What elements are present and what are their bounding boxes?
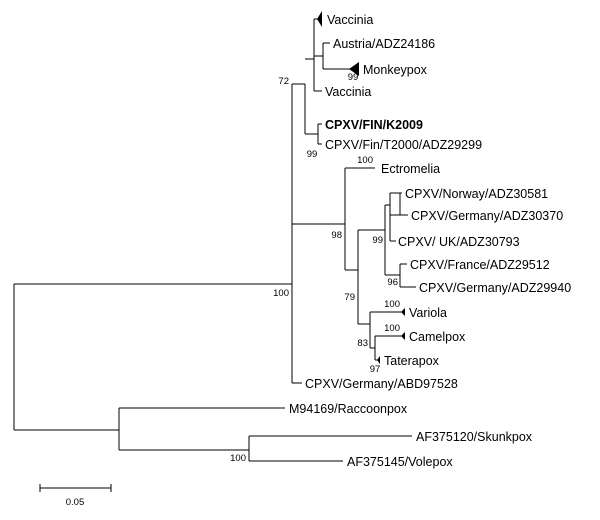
leaf-camelpox: Camelpox: [409, 330, 466, 344]
bootstrap-value: 96: [387, 277, 398, 288]
leaf-vaccinia-1: Vaccinia: [327, 13, 373, 27]
bootstrap-value: 99: [307, 149, 318, 160]
collapsed-vaccinia-triangle: [317, 11, 322, 27]
leaf-cpxv-uk: CPXV/ UK/ADZ30793: [398, 235, 520, 249]
leaf-cpxv-germany-29940: CPXV/Germany/ADZ29940: [419, 281, 571, 295]
bootstrap-value: 99: [372, 235, 383, 246]
collapsed-taterapox-triangle: [377, 356, 380, 364]
leaf-cpxv-germany-97528: CPXV/Germany/ABD97528: [305, 377, 458, 391]
collapsed-camelpox-triangle: [401, 332, 405, 340]
leaf-cpxv-fin-t2000: CPXV/Fin/T2000/ADZ29299: [325, 138, 482, 152]
bootstrap-value: 83: [357, 338, 368, 349]
leaf-cpxv-germany-30370: CPXV/Germany/ADZ30370: [411, 209, 563, 223]
scale-bar: 0.05: [39, 484, 112, 508]
leaf-cpxv-fin-k2009: CPXV/FIN/K2009: [325, 118, 423, 132]
scale-bar-label: 0.05: [66, 497, 85, 508]
leaf-skunkpox: AF375120/Skunkpox: [416, 430, 533, 444]
bootstrap-value: 100: [384, 323, 400, 334]
bootstrap-values: 72 99 99 100 98 99 96 79 100 100 83 97 1…: [230, 72, 400, 464]
leaf-vaccinia-2: Vaccinia: [325, 85, 371, 99]
leaf-raccoonpox: M94169/Raccoonpox: [289, 402, 408, 416]
leaf-monkeypox: Monkeypox: [363, 63, 428, 77]
bootstrap-value: 100: [384, 299, 400, 310]
leaf-labels: Vaccinia Austria/ADZ24186 Monkeypox Vacc…: [289, 13, 571, 469]
leaf-ectromelia: Ectromelia: [381, 162, 440, 176]
bootstrap-value: 97: [370, 364, 381, 375]
collapsed-monkeypox-triangle: [349, 62, 359, 76]
leaf-cpxv-france: CPXV/France/ADZ29512: [410, 258, 550, 272]
bootstrap-value: 100: [230, 453, 246, 464]
leaf-variola: Variola: [409, 306, 447, 320]
leaf-taterapox: Taterapox: [384, 354, 440, 368]
collapsed-variola-triangle: [401, 308, 405, 316]
bootstrap-value: 100: [273, 288, 289, 299]
tree-branches: [13, 18, 416, 462]
bootstrap-value: 98: [331, 230, 342, 241]
bootstrap-value: 99: [348, 72, 359, 83]
bootstrap-value: 79: [344, 292, 355, 303]
bootstrap-value: 72: [278, 76, 289, 87]
leaf-volepox: AF375145/Volepox: [347, 455, 453, 469]
bootstrap-value: 100: [357, 155, 373, 166]
leaf-austria: Austria/ADZ24186: [333, 37, 435, 51]
leaf-cpxv-norway: CPXV/Norway/ADZ30581: [405, 187, 548, 201]
